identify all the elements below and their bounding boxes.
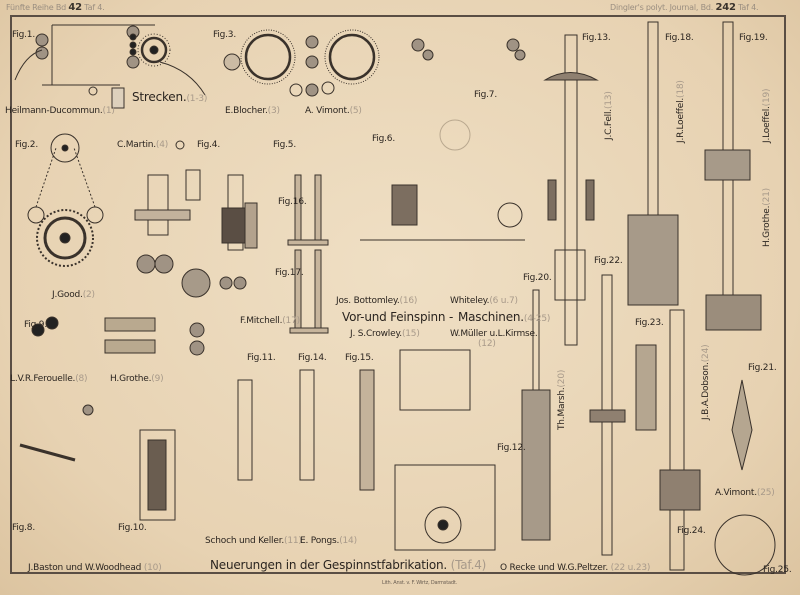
header-right-prefix: Dingler's polyt. Journal, Bd. <box>610 3 714 12</box>
fig-label: Fig.20. <box>523 273 552 283</box>
inventor-caption: E.Blocher.(3) <box>225 106 280 116</box>
inventor-caption: J.Loeffel.(19) <box>762 88 772 143</box>
fig-label: Fig.14. <box>298 353 327 363</box>
inventor-caption: Jos. Bottomley.(16) <box>336 296 418 306</box>
fig-label: Fig.1. <box>12 30 35 40</box>
fig-label: Fig.5. <box>273 140 296 150</box>
inventor-caption: J.C.Fell.(13) <box>604 91 614 140</box>
inventor-caption: Th.Marsh.(20) <box>557 369 567 430</box>
fig3-drawing <box>223 29 380 97</box>
inventor-caption: A. Vimont.(5) <box>305 106 362 116</box>
fig-label: Fig.2. <box>15 140 38 150</box>
fig20-23-drawing <box>521 274 776 576</box>
header-right: Dingler's polyt. Journal, Bd. 242 Taf 4. <box>610 2 759 13</box>
inventor-caption: Heilmann-Ducommun.(1) <box>5 106 115 116</box>
fig-label: Fig.22. <box>594 256 623 266</box>
inventor-caption: Whiteley.(6 u.7) <box>450 296 518 306</box>
inventor-caption: A.Vimont.(25) <box>715 488 775 498</box>
fig-label: Fig.21. <box>748 363 777 373</box>
inventor-caption: F.Mitchell.(17) <box>240 316 300 326</box>
fig-label: Fig.17. <box>275 268 304 278</box>
fig18-19-drawing <box>627 21 762 331</box>
fig4-drawing <box>134 140 211 298</box>
fig2-drawing <box>27 133 104 267</box>
fig-label: Fig.6. <box>372 134 395 144</box>
fig-label: Fig.12. <box>497 443 526 453</box>
fig-label: Fig.16. <box>278 197 307 207</box>
inventor-caption: Schoch und Keller.(11) <box>205 536 302 546</box>
section-heading-strecken: Strecken.(1-3) <box>132 90 208 104</box>
header-right-volume: 242 <box>715 2 736 13</box>
fig16-17-drawing <box>287 174 329 334</box>
inventor-caption: J.B.A.Dobson.(24) <box>701 344 711 420</box>
inventor-caption: J.Good.(2) <box>52 290 95 300</box>
fig-label: Fig.4. <box>197 140 220 150</box>
header-left: Fünfte Reihe Bd 42 Taf 4. <box>6 2 105 13</box>
fig-label: Fig.19. <box>739 33 768 43</box>
fig-label: Fig.9. <box>24 320 47 330</box>
header-left-volume: 42 <box>68 2 82 13</box>
inventor-caption: E. Pongs.(14) <box>300 536 357 546</box>
fig8-15-drawing <box>19 316 496 551</box>
header-right-suffix: Taf 4. <box>738 3 759 12</box>
inventor-caption: H.Grothe.(21) <box>762 188 772 247</box>
fig-label: Fig.11. <box>247 353 276 363</box>
plate-border <box>10 15 786 574</box>
fig6-7-drawing <box>360 38 526 241</box>
fig-label: Fig.3. <box>213 30 236 40</box>
fig-label: Fig.8. <box>12 523 35 533</box>
section-heading-maschinen: Maschinen.(4-25) <box>458 310 551 324</box>
fig1-drawing <box>14 24 206 109</box>
inventor-caption: C.Martin.(4) <box>117 140 169 150</box>
fig-label: Fig.15. <box>345 353 374 363</box>
fig-label: Fig.23. <box>635 318 664 328</box>
inventor-caption: J.R.Loeffel.(18) <box>676 80 686 143</box>
inventor-caption: W.Müller u.L.Kirmse.(12) <box>450 329 538 349</box>
fig-label: Fig.24. <box>677 526 706 536</box>
inventor-caption: O Recke und W.G.Peltzer. (22 u.23) <box>500 563 651 573</box>
fig-label: Fig.18. <box>665 33 694 43</box>
fig-label: Fig.10. <box>118 523 147 533</box>
section-heading-vor-feinspinn: Vor-und Feinspinn - <box>342 310 454 324</box>
inventor-caption: J.Baston und W.Woodhead (10) <box>28 563 162 573</box>
inventor-caption: J. S.Crowley.(15) <box>350 329 420 339</box>
plate-title: Neuerungen in der Gespinnstfabrikation. … <box>210 558 487 572</box>
header-left-prefix: Fünfte Reihe Bd <box>6 3 67 12</box>
fig13-drawing <box>543 34 599 346</box>
lithographer-imprint: Lith. Anst. v. F. Wirtz, Darmstadt. <box>382 580 457 586</box>
inventor-caption: H.Grothe.(9) <box>110 374 164 384</box>
inventor-caption: L.V.R.Ferouelle.(8) <box>10 374 88 384</box>
header-left-suffix: Taf 4. <box>84 3 105 12</box>
fig-label: Fig.13. <box>582 33 611 43</box>
fig-label: Fig.25. <box>763 565 792 575</box>
fig5-drawing <box>219 174 258 290</box>
fig-label: Fig.7. <box>474 90 497 100</box>
